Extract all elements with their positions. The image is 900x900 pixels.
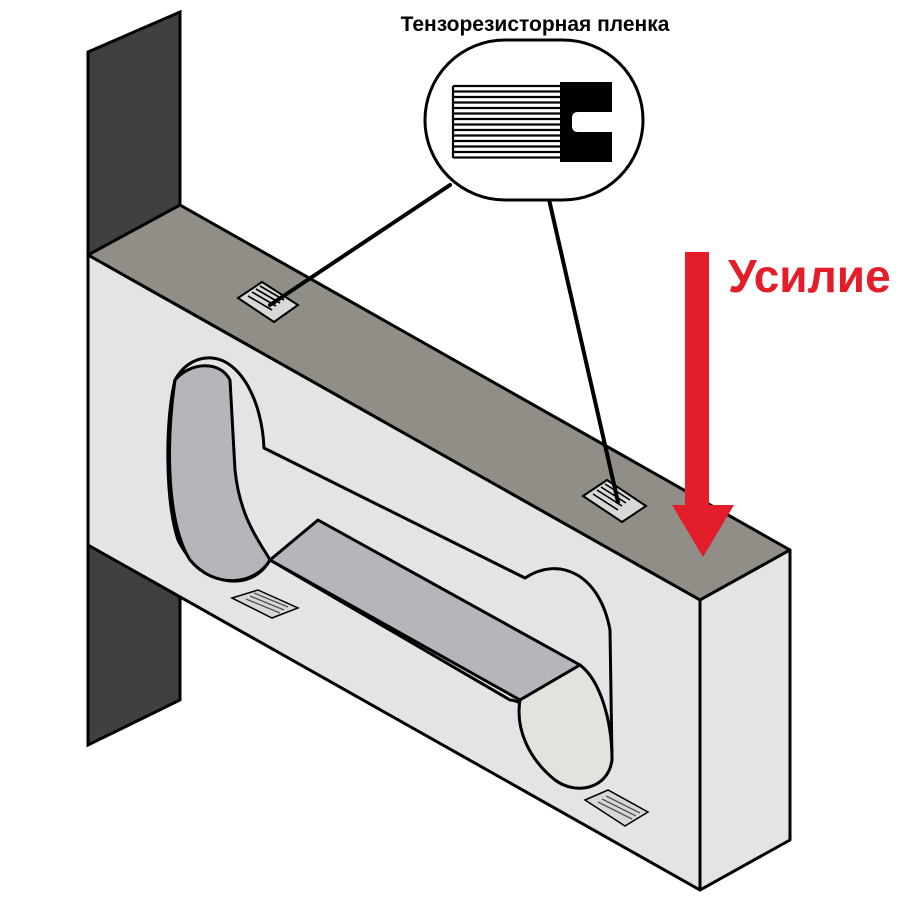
film-caption: Тензорезисторная пленка xyxy=(401,13,670,36)
mounting-wall xyxy=(86,9,182,748)
beam-opening xyxy=(166,356,614,790)
force-label: Усилие xyxy=(728,250,891,302)
gauge-terminal-pads xyxy=(560,82,612,162)
down-arrow-icon xyxy=(672,252,734,557)
beam-end-face xyxy=(698,548,792,892)
gauge-bottom-left-lines xyxy=(245,592,289,614)
callout-leaders xyxy=(268,183,620,504)
leader-right xyxy=(546,193,620,504)
right-pocket-inner xyxy=(517,663,614,790)
strain-gauges xyxy=(229,280,650,827)
force-arrow-head xyxy=(672,505,734,557)
gauge-bottom-left xyxy=(229,589,300,619)
strain-gauge-grid-icon xyxy=(451,82,612,162)
left-pocket-shadow xyxy=(168,364,272,583)
strain-gauge-magnified-callout xyxy=(423,38,645,202)
leader-left xyxy=(268,183,452,307)
gauge-bottom-right-lines xyxy=(597,795,641,820)
gauge-bottom-right xyxy=(583,789,650,827)
force-arrow-shaft xyxy=(685,252,709,510)
